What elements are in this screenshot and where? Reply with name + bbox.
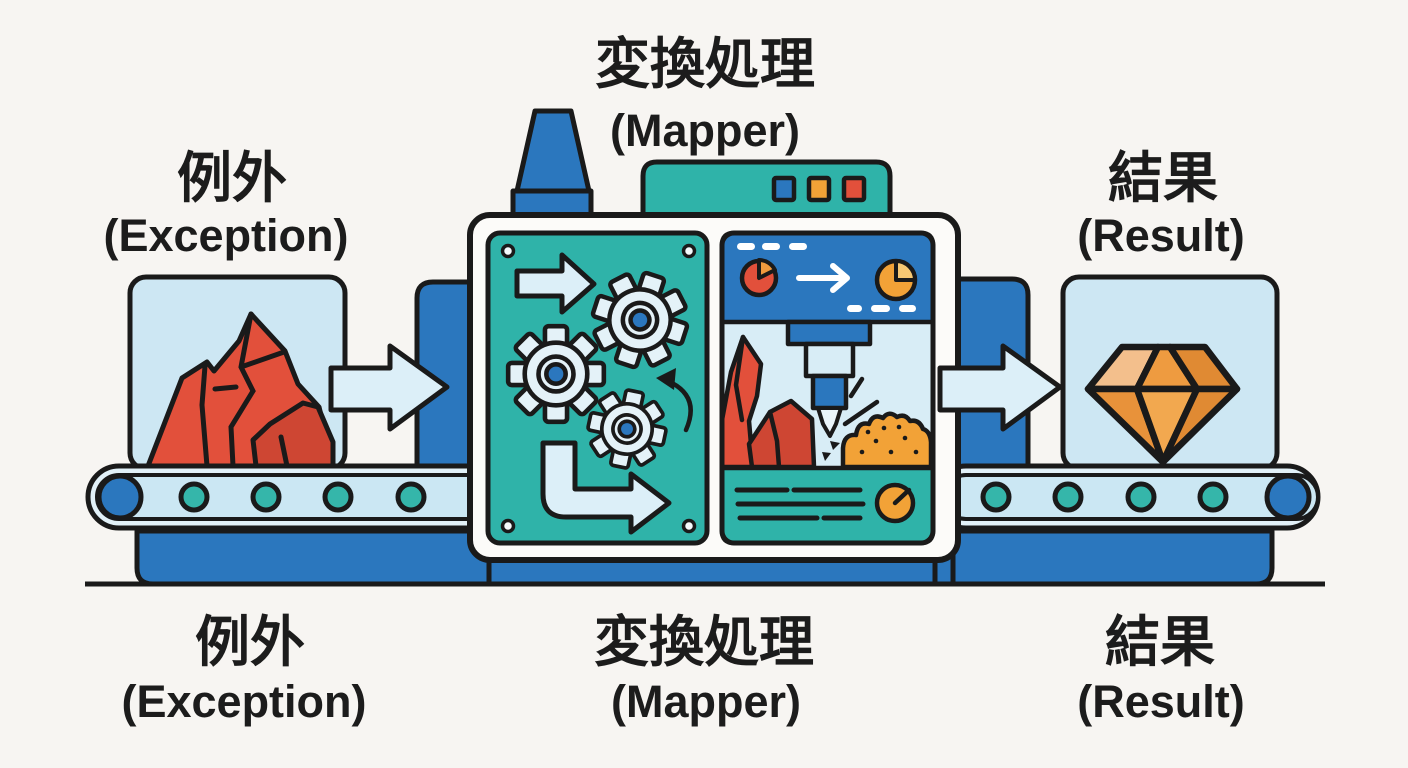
label-bottom-center-en: (Mapper) (611, 676, 801, 727)
drive-roller-icon (96, 473, 144, 521)
transform-arrow-icon (796, 263, 850, 293)
label-bottom-center: 変換処理 (Mapper) (594, 611, 814, 727)
flow-arrow-left-icon (328, 343, 450, 432)
pie-chart-red-icon (739, 258, 779, 298)
chimney-icon (510, 108, 594, 221)
readout-lines (734, 487, 866, 521)
left-conveyor-base (134, 528, 492, 587)
roller-icon (1052, 481, 1084, 513)
drive-roller-icon (1264, 473, 1312, 521)
drill-icon (785, 319, 873, 438)
label-top-right: 結果 (Result) (1077, 147, 1245, 261)
process-panel-outline (719, 230, 936, 546)
label-bottom-left-en: (Exception) (121, 676, 366, 727)
curved-arrow-icon (669, 380, 693, 433)
gear-panel (485, 230, 710, 546)
bent-arrow-icon (540, 440, 672, 535)
gauge-clock-icon (874, 482, 916, 524)
roller-icon (395, 481, 427, 513)
flow-arrow-right-icon (937, 343, 1063, 432)
ore-icon (719, 334, 817, 470)
belt-track (95, 473, 502, 521)
screw-icon (500, 243, 516, 259)
right-conveyor-base (950, 528, 1275, 587)
indicator-square-red (841, 175, 867, 203)
dust-pile-icon (840, 411, 934, 470)
label-top-right-jp: 結果 (1108, 147, 1218, 209)
arrow-right-icon (514, 252, 597, 315)
exception-card (127, 274, 348, 472)
roller-icon (980, 481, 1012, 513)
label-bottom-right-jp: 結果 (1105, 611, 1215, 673)
gear-icon-large (508, 326, 604, 422)
roller-icon (1197, 481, 1229, 513)
conveyor-belt-left (85, 463, 503, 531)
roller-icon (322, 481, 354, 513)
process-panel (719, 230, 936, 546)
roller-icon (250, 481, 282, 513)
label-bottom-right-en: (Result) (1077, 676, 1245, 727)
pie-chart-orange-icon (874, 258, 918, 302)
diamond-icon (1084, 343, 1241, 466)
label-bottom-left-jp: 例外 (195, 611, 305, 673)
label-top-center-en: (Mapper) (610, 105, 800, 156)
label-top-left-en: (Exception) (103, 210, 348, 261)
conveyor-belt-right (932, 463, 1321, 531)
indicator-square-orange (806, 175, 832, 203)
label-bottom-right: 結果 (Result) (1077, 611, 1245, 727)
dash-marks (737, 243, 916, 312)
label-top-center: 変換処理 (Mapper) (595, 33, 815, 156)
label-bottom-left: 例外 (Exception) (121, 611, 366, 727)
indicator-square-blue (771, 175, 797, 203)
screw-icon (681, 243, 697, 259)
screw-icon (500, 518, 516, 534)
label-top-left-jp: 例外 (177, 147, 287, 209)
result-card (1060, 274, 1280, 472)
label-top-left: 例外 (Exception) (103, 147, 348, 261)
roller-icon (1125, 481, 1157, 513)
label-top-center-jp: 変換処理 (595, 33, 815, 95)
label-top-right-en: (Result) (1077, 210, 1245, 261)
screw-icon (681, 518, 697, 534)
label-bottom-center-jp: 変換処理 (594, 611, 814, 673)
mapper-machine (467, 108, 961, 587)
curved-arrow-head (656, 368, 676, 390)
spark-lines-icon (822, 376, 880, 461)
roller-icon (178, 481, 210, 513)
